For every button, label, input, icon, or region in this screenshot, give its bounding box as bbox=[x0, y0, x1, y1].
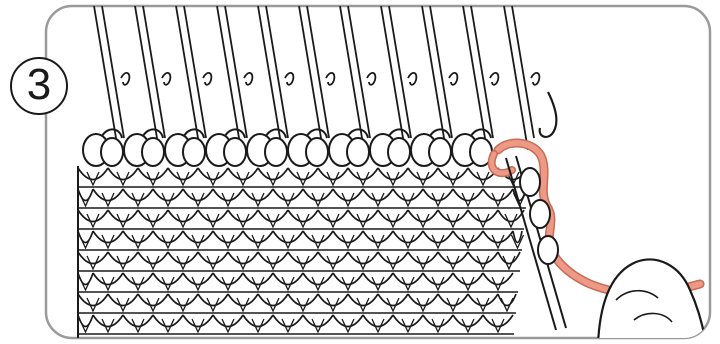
step-number: 3 bbox=[27, 63, 51, 107]
step-number-badge: 3 bbox=[10, 57, 68, 115]
